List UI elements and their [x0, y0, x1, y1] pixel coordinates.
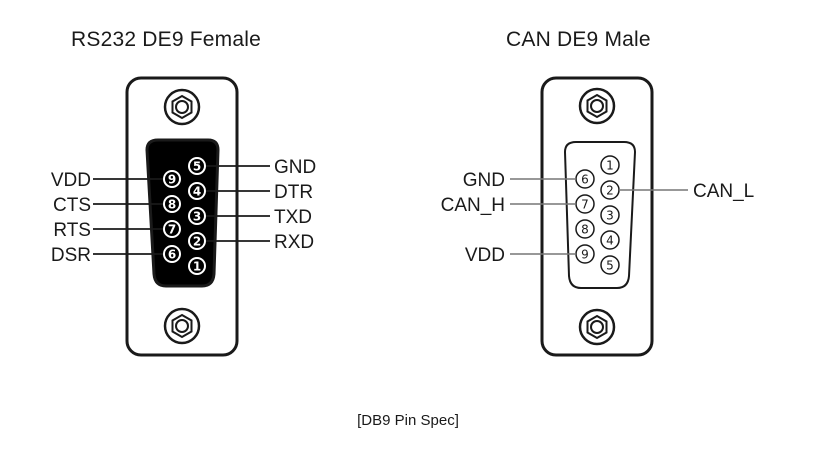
rs232-label-vdd: VDD [51, 170, 91, 191]
rs232-label-rts: RTS [53, 220, 91, 241]
rs232-label-dtr: DTR [274, 182, 313, 203]
svg-text:9: 9 [581, 248, 589, 262]
rs232-connector: 5 4 3 2 1 9 8 7 6 [125, 76, 239, 357]
rs232-d-shell [145, 138, 220, 288]
can-pin-9: 9 [575, 244, 595, 264]
rs232-pin-2: 2 [188, 232, 206, 250]
svg-text:2: 2 [193, 235, 201, 249]
can-pin-3: 3 [600, 205, 620, 225]
can-pin-8: 8 [575, 219, 595, 239]
rs232-label-gnd: GND [274, 157, 316, 178]
svg-text:8: 8 [581, 223, 589, 237]
svg-text:7: 7 [168, 223, 176, 237]
rs232-pin-3: 3 [188, 207, 206, 225]
svg-text:4: 4 [193, 185, 201, 199]
svg-text:6: 6 [581, 173, 589, 187]
svg-text:9: 9 [168, 173, 176, 187]
rs232-pin-7: 7 [163, 220, 181, 238]
figure-caption: [DB9 Pin Spec] [357, 412, 459, 429]
can-pin-5: 5 [600, 255, 620, 275]
can-connector: 1 2 3 4 5 6 7 8 9 [540, 76, 654, 357]
svg-text:5: 5 [193, 160, 201, 174]
svg-text:7: 7 [581, 198, 589, 212]
rs232-label-rxd: RXD [274, 232, 314, 253]
can-label-can-h: CAN_H [441, 195, 505, 216]
svg-text:4: 4 [606, 234, 614, 248]
rs232-leader-lines [93, 165, 270, 255]
can-title: CAN DE9 Male [506, 28, 651, 51]
can-pin-4: 4 [600, 230, 620, 250]
rs232-bottom-screw [163, 307, 201, 345]
can-pin-6: 6 [575, 169, 595, 189]
svg-text:3: 3 [606, 209, 614, 223]
svg-text:1: 1 [193, 260, 201, 274]
can-pin-7: 7 [575, 194, 595, 214]
svg-text:5: 5 [606, 259, 614, 273]
rs232-pin-6: 6 [163, 245, 181, 263]
can-leader-lines [510, 178, 688, 255]
can-pin-1: 1 [600, 155, 620, 175]
svg-text:1: 1 [606, 159, 614, 173]
can-pin-2: 2 [600, 180, 620, 200]
rs232-top-screw [163, 88, 201, 126]
rs232-title: RS232 DE9 Female [71, 28, 261, 51]
can-label-vdd: VDD [465, 245, 505, 266]
can-label-can-l: CAN_L [693, 181, 754, 202]
svg-text:6: 6 [168, 248, 176, 262]
rs232-pin-1: 1 [188, 257, 206, 275]
rs232-label-dsr: DSR [51, 245, 91, 266]
can-d-shell [563, 141, 637, 289]
svg-text:3: 3 [193, 210, 201, 224]
can-bottom-screw [578, 308, 616, 346]
rs232-pin-5: 5 [188, 157, 206, 175]
rs232-pin-9: 9 [163, 170, 181, 188]
rs232-label-txd: TXD [274, 207, 312, 228]
can-top-screw [578, 87, 616, 125]
svg-text:8: 8 [168, 198, 176, 212]
rs232-pin-8: 8 [163, 195, 181, 213]
rs232-pin-4: 4 [188, 182, 206, 200]
can-label-gnd: GND [463, 170, 505, 191]
rs232-label-cts: CTS [53, 195, 91, 216]
svg-text:2: 2 [606, 184, 614, 198]
